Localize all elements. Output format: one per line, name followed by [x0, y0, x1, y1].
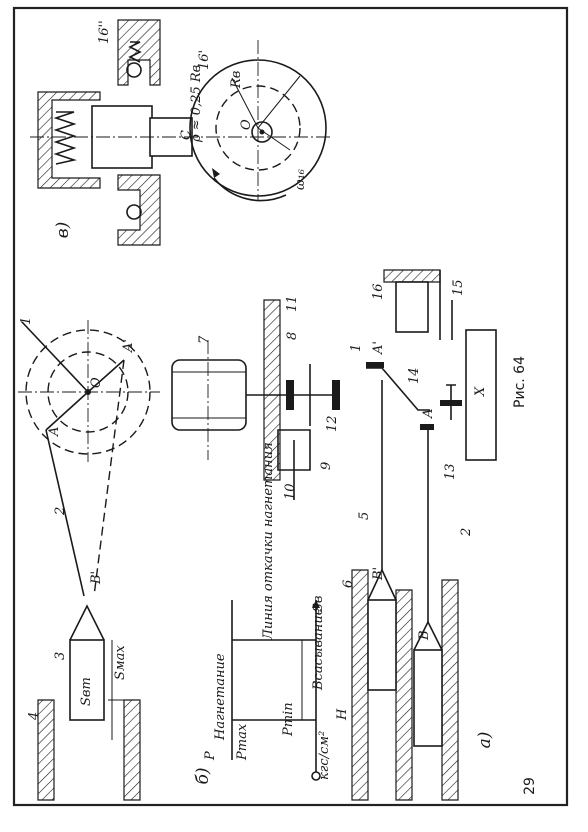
panel-main: а) 7 8 11 12 9 10 1 5 13 14 15 16 2 A' A…: [171, 269, 497, 801]
label-B1: B': [371, 567, 386, 581]
label-C: C: [179, 130, 194, 140]
label-2: 2: [459, 528, 474, 537]
label-8: 8: [285, 332, 300, 340]
label-11: 11: [285, 295, 300, 312]
label-1: 1: [349, 344, 364, 352]
label-A1: A': [371, 341, 386, 355]
label-10: 10: [283, 483, 298, 500]
cam-body-left: [37, 91, 101, 189]
pumping-line-note: Линия откачки нагнетания: [261, 442, 276, 641]
figure-caption: Рис. 64: [512, 356, 528, 408]
crank-label-4: 4: [27, 712, 42, 721]
panel-a-tag: а): [475, 732, 495, 749]
label-14: 14: [407, 367, 422, 384]
motor-7: [171, 359, 247, 431]
label-B: B: [417, 630, 432, 641]
panel-cam-detail: в) 16'' 16' C ρ ≈ 0,25 Rв O Rв ω₁₆: [30, 19, 330, 246]
label-13: 13: [443, 463, 458, 480]
piston-B: [413, 649, 443, 747]
panel-crank: 1 2 3 4 O A A' B' Sвт Sмax: [18, 317, 160, 801]
axis-unit: кгс/см²: [317, 731, 332, 780]
label-16-double: 16'': [97, 20, 112, 44]
label-12: 12: [325, 415, 340, 432]
label-O-cam: O: [239, 119, 254, 130]
label-6: 6: [341, 580, 356, 588]
page-frame: [12, 6, 569, 807]
crank-label-Svt: Sвт: [79, 677, 94, 706]
panel-b-tag: б): [193, 767, 213, 784]
label-Rv: Rв: [229, 71, 244, 89]
piston-B1: [367, 599, 397, 691]
panel-c-tag: в): [53, 222, 73, 239]
carriage-X: [465, 329, 497, 461]
label-pmax: Pmax: [235, 723, 250, 761]
cam-housing-lower: [117, 174, 161, 246]
axis-P-label: P: [203, 751, 218, 761]
crank-label-smax: Sмax: [113, 645, 128, 680]
label-Sv: Sв: [311, 596, 326, 612]
label-suction: Всасывание: [311, 607, 326, 691]
label-A: A: [421, 409, 436, 419]
label-15: 15: [451, 279, 466, 296]
crank-label-B1: B': [89, 571, 104, 585]
label-H: H: [335, 708, 350, 721]
crank-slider: [69, 639, 105, 721]
crank-label-2: 2: [53, 507, 68, 516]
crank-label-A: A: [47, 427, 62, 437]
crank-label-A1: A': [121, 339, 136, 353]
label-9: 9: [319, 462, 334, 470]
crank-label-3: 3: [53, 652, 68, 660]
crank-label-O: O: [89, 377, 104, 388]
page-number: 29: [522, 777, 538, 795]
label-rho: ρ ≈ 0,25 Rв: [189, 65, 204, 143]
panel-pressure-diagram: б) P кгс/см² Pmax Pmin Нагнетание Всасыв…: [193, 596, 350, 785]
label-pmin: Pmin: [281, 702, 296, 737]
crank-label-1: 1: [19, 317, 34, 325]
label-5: 5: [357, 512, 372, 520]
cam-16: [395, 281, 429, 333]
label-16: 16: [371, 283, 386, 300]
label-inject: Нагнетание: [213, 653, 228, 741]
label-16-prime: 16': [197, 50, 212, 70]
spring: [53, 111, 77, 165]
label-7: 7: [197, 335, 212, 344]
label-X: X: [473, 386, 488, 397]
label-omega: ω₁₆: [293, 169, 308, 190]
cam-disc: [189, 59, 327, 197]
